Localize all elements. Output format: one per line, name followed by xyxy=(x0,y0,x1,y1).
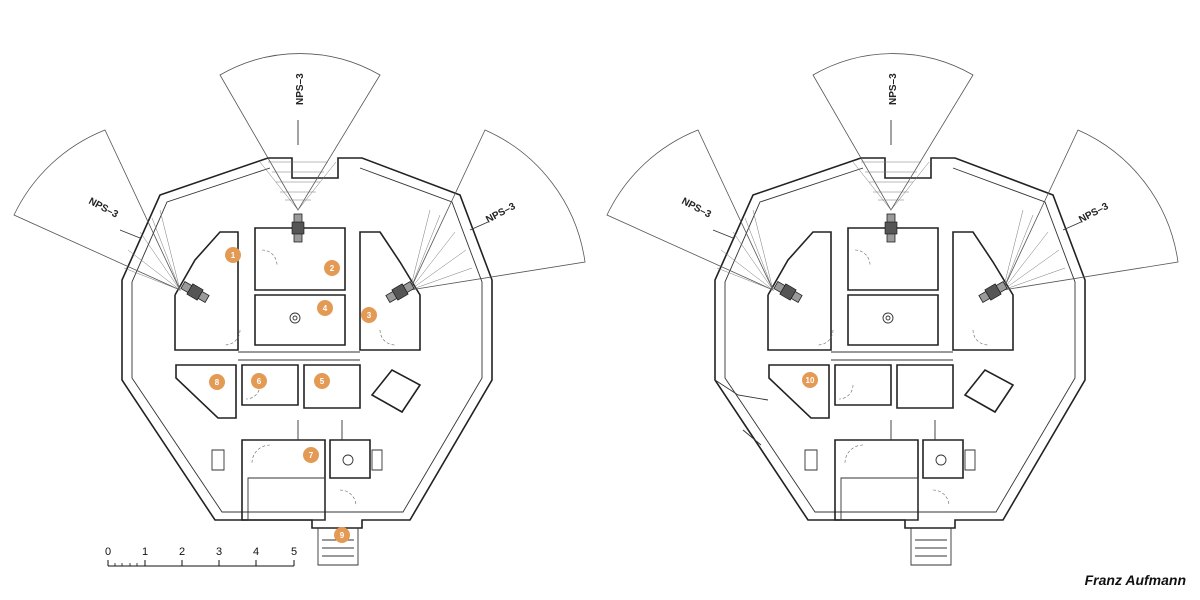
fan-label-center: NPS–3 xyxy=(888,73,899,105)
svg-text:3: 3 xyxy=(367,311,372,320)
scale-tick-label: 4 xyxy=(253,546,259,558)
room-marker: 3 xyxy=(361,307,377,323)
author-credit: Franz Aufmann xyxy=(1084,572,1186,588)
room-marker: 1 xyxy=(225,247,241,263)
svg-text:6: 6 xyxy=(257,377,262,386)
room-marker: 8 xyxy=(209,374,225,390)
fan-label-center: NPS–3 xyxy=(295,73,306,105)
svg-text:5: 5 xyxy=(320,377,325,386)
floor-plan-left: NPS–3 NPS–3 NPS–3 1 2 3 4 5 6 7 8 9 xyxy=(13,52,586,566)
room-marker: 9 xyxy=(334,527,350,543)
room-marker: 10 xyxy=(802,372,818,388)
room-marker: 2 xyxy=(324,260,340,276)
svg-text:10: 10 xyxy=(806,376,815,385)
fan-label-right: NPS–3 xyxy=(484,201,518,226)
scale-tick-label: 1 xyxy=(142,546,148,558)
scale-tick-label: 3 xyxy=(216,546,222,558)
room-marker: 6 xyxy=(251,373,267,389)
svg-text:9: 9 xyxy=(340,531,345,540)
svg-text:7: 7 xyxy=(309,451,314,460)
scale-bar: 0 1 2 3 4 5 xyxy=(105,546,297,567)
scale-tick-label: 2 xyxy=(179,546,185,558)
svg-text:1: 1 xyxy=(231,251,236,260)
room-marker: 7 xyxy=(303,447,319,463)
svg-text:4: 4 xyxy=(323,304,328,313)
svg-text:8: 8 xyxy=(215,378,220,387)
fan-label-left: NPS–3 xyxy=(87,196,121,221)
scale-tick-label: 5 xyxy=(291,546,297,558)
fan-label-left: NPS–3 xyxy=(680,196,714,221)
svg-text:2: 2 xyxy=(330,264,335,273)
scale-tick-label: 0 xyxy=(105,546,111,558)
room-marker: 4 xyxy=(317,300,333,316)
room-marker: 5 xyxy=(314,373,330,389)
fan-label-right: NPS–3 xyxy=(1077,201,1111,226)
floor-plan-right: NPS–3 NPS–3 NPS–3 10 xyxy=(606,52,1179,566)
